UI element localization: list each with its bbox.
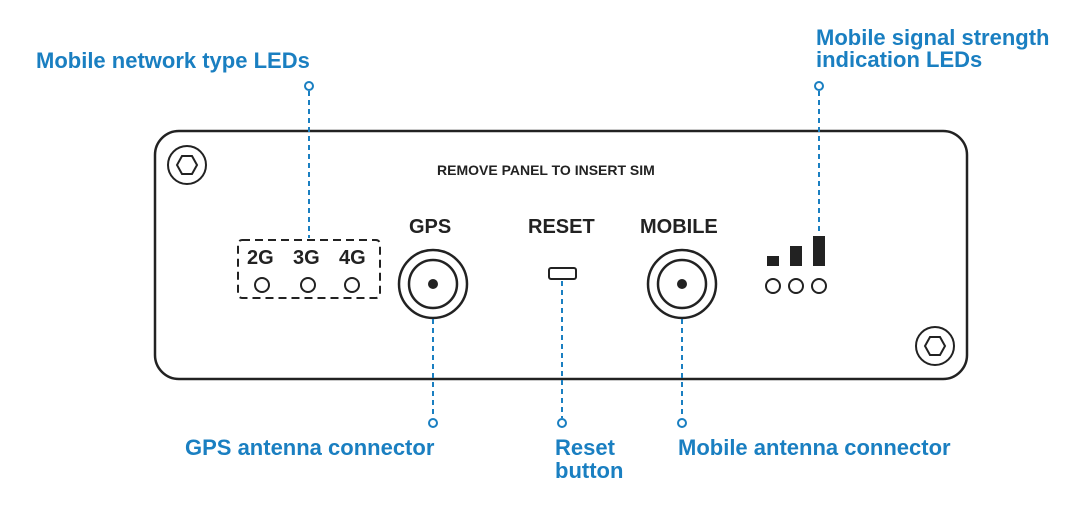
callout-reset-line2: button — [555, 458, 624, 483]
leader-dot — [428, 418, 438, 428]
led-3g-indicator — [300, 277, 316, 293]
leader-dot — [557, 418, 567, 428]
signal-bar — [790, 246, 802, 266]
led-2g-indicator — [254, 277, 270, 293]
leader-dot — [814, 81, 824, 91]
led-3g-label: 3G — [293, 247, 320, 269]
callout-reset-line1: Reset — [555, 435, 615, 460]
leader-dot — [304, 81, 314, 91]
antenna-connector-icon[interactable] — [646, 248, 718, 320]
signal-led-indicator — [811, 278, 827, 294]
hex-screw-icon — [915, 326, 955, 366]
signal-led-indicator — [788, 278, 804, 294]
signal-bar — [813, 236, 825, 266]
callout-mobile-connector: Mobile antenna connector — [678, 435, 951, 460]
mobile-label: MOBILE — [640, 216, 718, 238]
signal-bar — [767, 256, 779, 266]
leader-dot — [677, 418, 687, 428]
led-2g-label: 2G — [247, 247, 274, 269]
sim-instruction-text: REMOVE PANEL TO INSERT SIM — [437, 162, 655, 178]
reset-label: RESET — [528, 216, 595, 238]
callout-gps-connector: GPS antenna connector — [185, 435, 435, 460]
led-4g-label: 4G — [339, 247, 366, 269]
device-panel — [153, 129, 969, 381]
gps-label: GPS — [409, 216, 452, 238]
signal-bars-icon — [767, 236, 825, 266]
reset-button[interactable] — [548, 267, 577, 280]
led-4g-indicator — [344, 277, 360, 293]
network-led-group-box — [237, 239, 381, 299]
antenna-connector-icon[interactable] — [397, 248, 469, 320]
signal-led-indicator — [765, 278, 781, 294]
hex-screw-icon — [167, 145, 207, 185]
callout-network-leds: Mobile network type LEDs — [36, 48, 310, 73]
callout-signal-leds-line1: Mobile signal strength — [816, 25, 1050, 50]
callout-signal-leds-line2: indication LEDs — [816, 47, 983, 72]
